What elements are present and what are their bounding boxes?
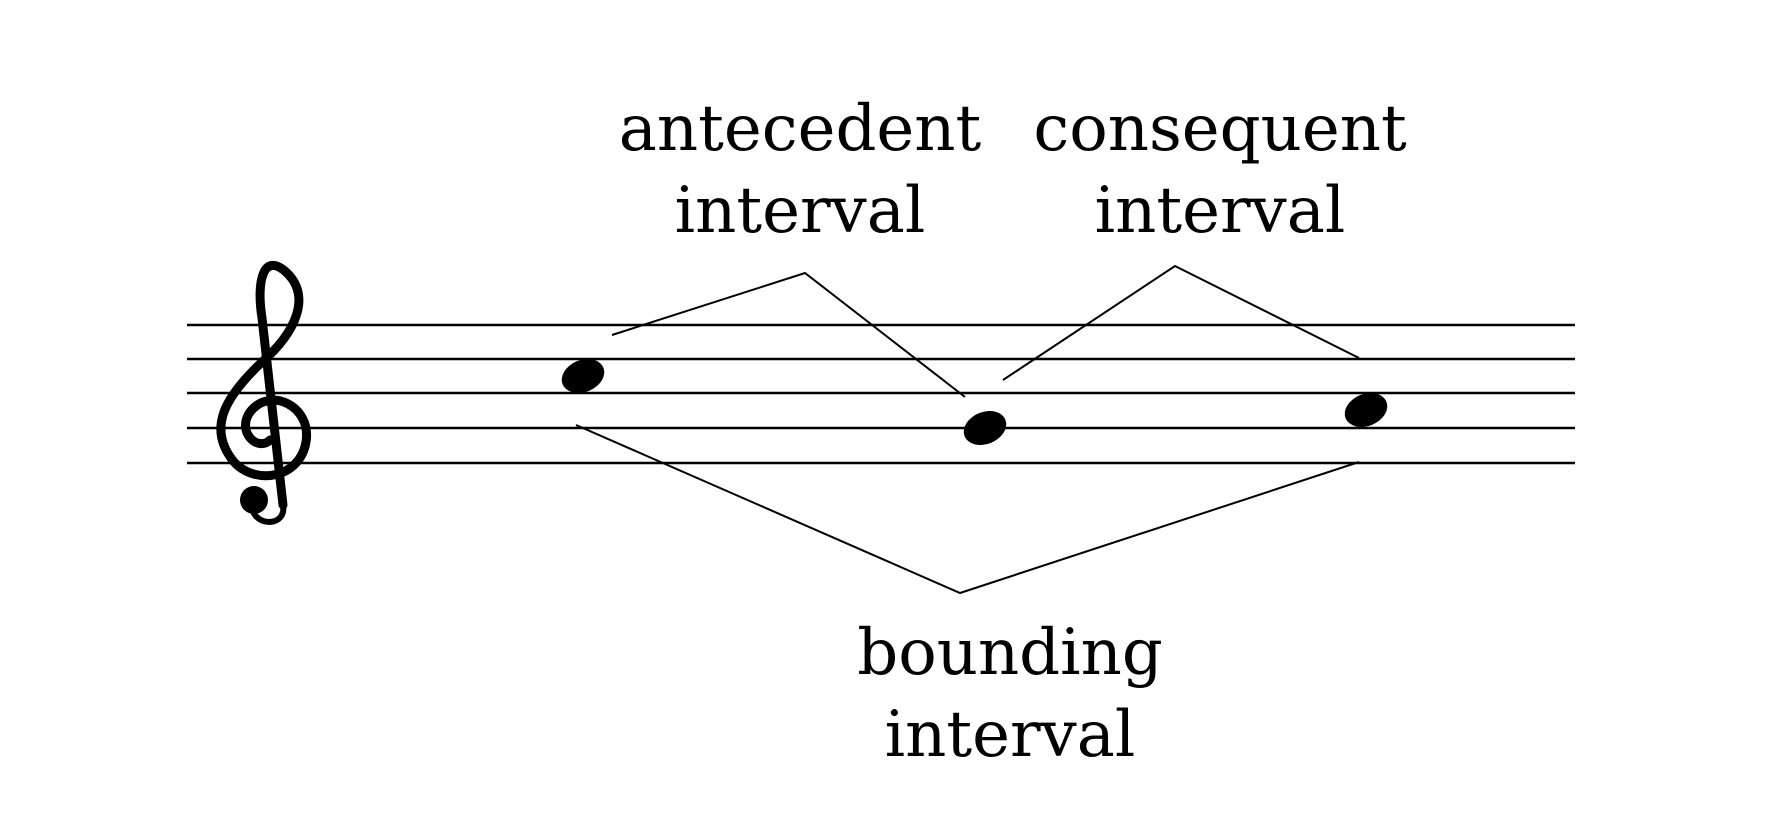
notes: [561, 359, 1388, 445]
antecedent-label-line-1: antecedent: [618, 92, 982, 166]
consequent-interval-label: consequent interval: [1020, 88, 1420, 252]
bounding-interval-label: bounding interval: [800, 612, 1220, 776]
treble-clef-tail-dot: [240, 486, 268, 514]
consequent-label-line-1: consequent: [1033, 92, 1407, 166]
antecedent-bracket: [611, 271, 966, 398]
antecedent-label-line-2: interval: [674, 174, 926, 248]
consequent-label-line-2: interval: [1094, 174, 1346, 248]
bounding-bracket: [575, 424, 1360, 595]
bounding-label-line-2: interval: [884, 698, 1136, 772]
consequent-bracket: [1002, 264, 1360, 381]
note-head-2: [963, 411, 1007, 445]
note-head-3: [1344, 393, 1388, 427]
bounding-label-line-1: bounding: [857, 616, 1163, 690]
note-head-1: [561, 359, 605, 393]
interval-brackets: [575, 264, 1360, 595]
staff: [187, 323, 1575, 465]
antecedent-interval-label: antecedent interval: [600, 88, 1000, 252]
